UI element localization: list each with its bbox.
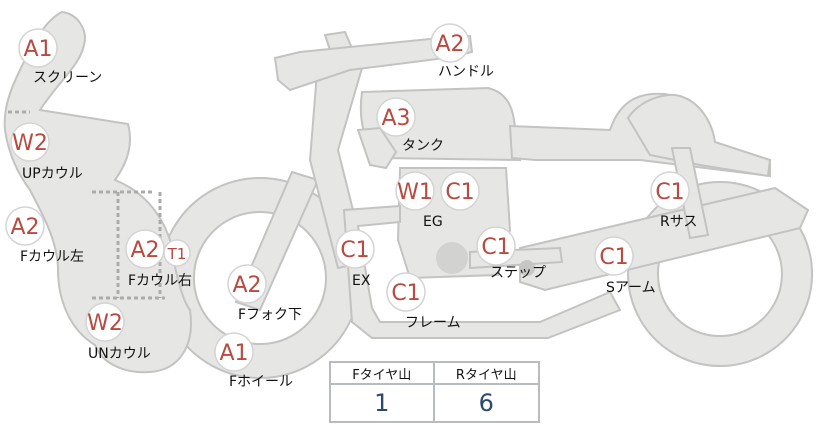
rear-tire-header: Rタイヤ山 [434,363,538,385]
label-step: ステップ [490,265,546,281]
label-r-sus: Rサス [660,214,697,230]
badge-step: C1 [476,226,516,266]
grade-screen: A1 [23,37,52,62]
label-f-fork-lower: Fフォク下 [238,307,302,323]
label-engine: EG [423,214,443,230]
grade2-f-cowl-right: T1 [167,245,187,263]
rear-tire-value: 6 [478,389,494,417]
badge-f-fork-lower: A2 [227,264,267,304]
grade-exhaust: C1 [340,238,369,263]
badge-up-cowl: W2 [10,122,50,162]
motorcycle-silhouette [3,10,814,379]
engine-cover-circle [436,242,468,274]
badge-engine: W1 C1 [395,171,480,211]
grade-s-arm: C1 [599,245,628,270]
label-screen: スクリーン [33,70,102,86]
front-tire-value: 1 [331,385,435,421]
grade-up-cowl: W2 [12,131,48,156]
front-cowl [3,10,192,374]
grade-frame: C1 [391,281,420,306]
badge-handle: A2 [430,23,470,63]
badge-un-cowl: W2 [85,302,125,342]
label-f-wheel: Fホイール [229,374,293,390]
step-peg-circle [519,260,535,276]
badge-tank: A3 [376,97,416,137]
grade-f-cowl-right: A2 [130,238,159,263]
grade-f-fork-lower: A2 [232,273,261,298]
exhaust-pipe [342,204,622,339]
badge-frame: C1 [386,272,426,312]
badge-f-cowl-left: A2 [5,206,45,246]
grade-f-wheel: A1 [219,341,248,366]
badge-f-cowl-right: A2 T1 [125,229,191,269]
badge-screen: A1 [18,28,58,68]
badge-exhaust: C1 [335,229,375,269]
badge-f-wheel: A1 [214,332,254,372]
label-exhaust: EX [352,273,371,289]
grade-engine: W1 [397,180,433,205]
tire-tread-table: Fタイヤ山 Rタイヤ山 1 6 [329,361,540,423]
front-tire-header: Fタイヤ山 [331,363,435,385]
label-f-cowl-left: Fカウル左 [20,249,84,265]
part-labels: スクリーン UPカウル Fカウル左 Fカウル右 UNカウル Fホイール Fフォク… [20,64,697,390]
grade-step: C1 [481,235,510,260]
label-handle: ハンドル [438,64,494,80]
grade-tank: A3 [381,106,410,131]
grade2-engine: C1 [445,180,474,205]
label-up-cowl: UPカウル [22,166,83,182]
label-frame: フレーム [405,315,461,331]
label-s-arm: Sアーム [606,280,656,296]
tail-cowl [626,94,772,178]
frame-down-tube [356,126,398,170]
label-tank: タンク [402,138,444,154]
grade-badges: A1 W2 A2 A2 T1 W2 A1 A2 A2 [5,23,690,372]
grade-r-sus: C1 [655,180,684,205]
badge-s-arm: C1 [594,236,634,276]
rear-shock [670,147,710,240]
badge-r-sus: C1 [650,171,690,211]
grade-un-cowl: W2 [87,311,123,336]
grade-handle: A2 [435,32,464,57]
label-f-cowl-right: Fカウル右 [128,273,192,289]
grade-f-cowl-left: A2 [10,215,39,240]
label-un-cowl: UNカウル [88,346,151,362]
swing-arm [519,186,810,292]
